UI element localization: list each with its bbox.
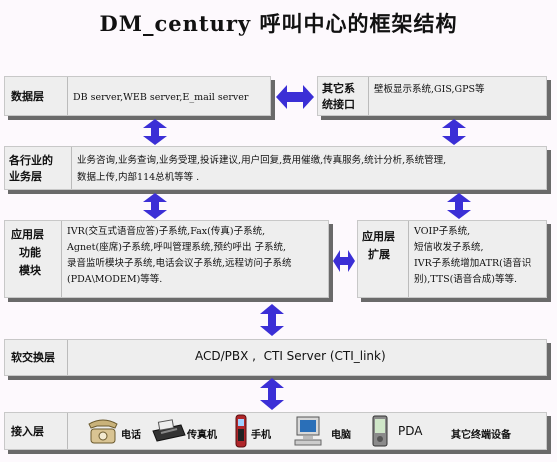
double-arrow-horizontal-middle	[333, 250, 355, 272]
mobile-phone-icon	[235, 414, 247, 448]
other-system-box: 其它系 统接口 壁板显示系统,GIS,GPS等	[317, 76, 547, 116]
diagram-title: DM_century 呼叫中心的框架结构	[99, 11, 458, 36]
pda-icon	[372, 415, 388, 447]
device-label-phone: 电话	[121, 430, 141, 441]
app-module-line-4: (PDA\MODEM)等等.	[67, 274, 163, 285]
data-layer-label: 数据层	[11, 90, 44, 103]
app-module-line-1: IVR(交互式语音应答)子系统,Fax(传真)子系统,	[67, 226, 266, 237]
app-extension-label-1: 应用层	[362, 230, 395, 243]
divider	[368, 77, 369, 115]
app-module-label-1: 应用层	[11, 228, 44, 241]
business-layer-content-2: 数据上传,内部114总机等等 .	[77, 172, 200, 183]
other-system-label-2: 统接口	[322, 98, 355, 111]
device-label-fax: 传真机	[187, 430, 217, 441]
other-system-label-1: 其它系	[322, 82, 355, 95]
access-layer-box: 接入层 电话 传真机 手机 电脑 PDA 其它终端设备	[4, 412, 547, 450]
computer-icon	[294, 416, 322, 446]
app-extension-label-2: 扩展	[368, 248, 390, 261]
app-module-label-3: 模块	[19, 264, 41, 277]
app-extension-box: 应用层 扩展 VOIP子系统, 短信收发子系统, IVR子系统增加ATR(语音识…	[357, 220, 547, 298]
divider	[408, 221, 409, 297]
switch-layer-label: 软交换层	[11, 351, 55, 364]
double-arrow-vertical-center-1	[260, 304, 284, 336]
app-extension-line-3: IVR子系统增加ATR(语音识	[414, 258, 532, 269]
fax-machine-icon	[152, 419, 186, 442]
other-system-content: 壁板显示系统,GIS,GPS等	[374, 84, 485, 95]
app-extension-line-4: 别),TTS(语音合成)等等.	[414, 274, 518, 285]
divider	[61, 221, 62, 297]
device-label-pda: PDA	[398, 424, 423, 438]
business-layer-label-2: 业务层	[9, 170, 42, 183]
app-module-line-3: 录音监听模块子系统,电话会议子系统,远程访问子系统	[67, 258, 292, 269]
telephone-icon	[88, 419, 118, 444]
divider	[67, 340, 68, 375]
double-arrow-vertical-left-1	[143, 119, 167, 145]
double-arrow-vertical-right-1	[442, 119, 466, 145]
business-layer-label-1: 各行业的	[9, 154, 53, 167]
double-arrow-vertical-center-2	[260, 378, 284, 410]
device-label-mobile: 手机	[251, 430, 271, 441]
double-arrow-horizontal-top	[276, 85, 314, 109]
device-label-other: 其它终端设备	[451, 430, 511, 441]
app-module-box: 应用层 功能 模块 IVR(交互式语音应答)子系统,Fax(传真)子系统, Ag…	[4, 220, 329, 298]
switch-layer-box: 软交换层 ACD/PBX , CTI Server (CTI_link)	[4, 339, 547, 376]
app-extension-line-1: VOIP子系统,	[414, 226, 471, 237]
data-layer-box: 数据层 DB server,WEB server,E_mail server	[4, 76, 271, 116]
switch-layer-content: ACD/PBX , CTI Server (CTI_link)	[195, 349, 386, 363]
divider	[67, 77, 68, 115]
app-module-line-2: Agnet(座席)子系统,呼叫管理系统,预约呼出 子系统,	[67, 242, 286, 253]
business-layer-box: 各行业的 业务层 业务咨询,业务查询,业务受理,投诉建议,用户回复,费用催缴,传…	[4, 146, 547, 190]
access-layer-label: 接入层	[11, 425, 44, 438]
divider	[71, 147, 72, 189]
device-label-computer: 电脑	[331, 430, 351, 441]
divider	[67, 413, 68, 449]
business-layer-content-1: 业务咨询,业务查询,业务受理,投诉建议,用户回复,费用催缴,传真服务,统计分析,…	[77, 155, 447, 166]
app-extension-line-2: 短信收发子系统,	[414, 242, 484, 253]
data-layer-content: DB server,WEB server,E_mail server	[73, 92, 249, 103]
double-arrow-vertical-left-2	[143, 193, 167, 219]
app-module-label-2: 功能	[19, 246, 41, 259]
double-arrow-vertical-right-2	[447, 193, 471, 219]
